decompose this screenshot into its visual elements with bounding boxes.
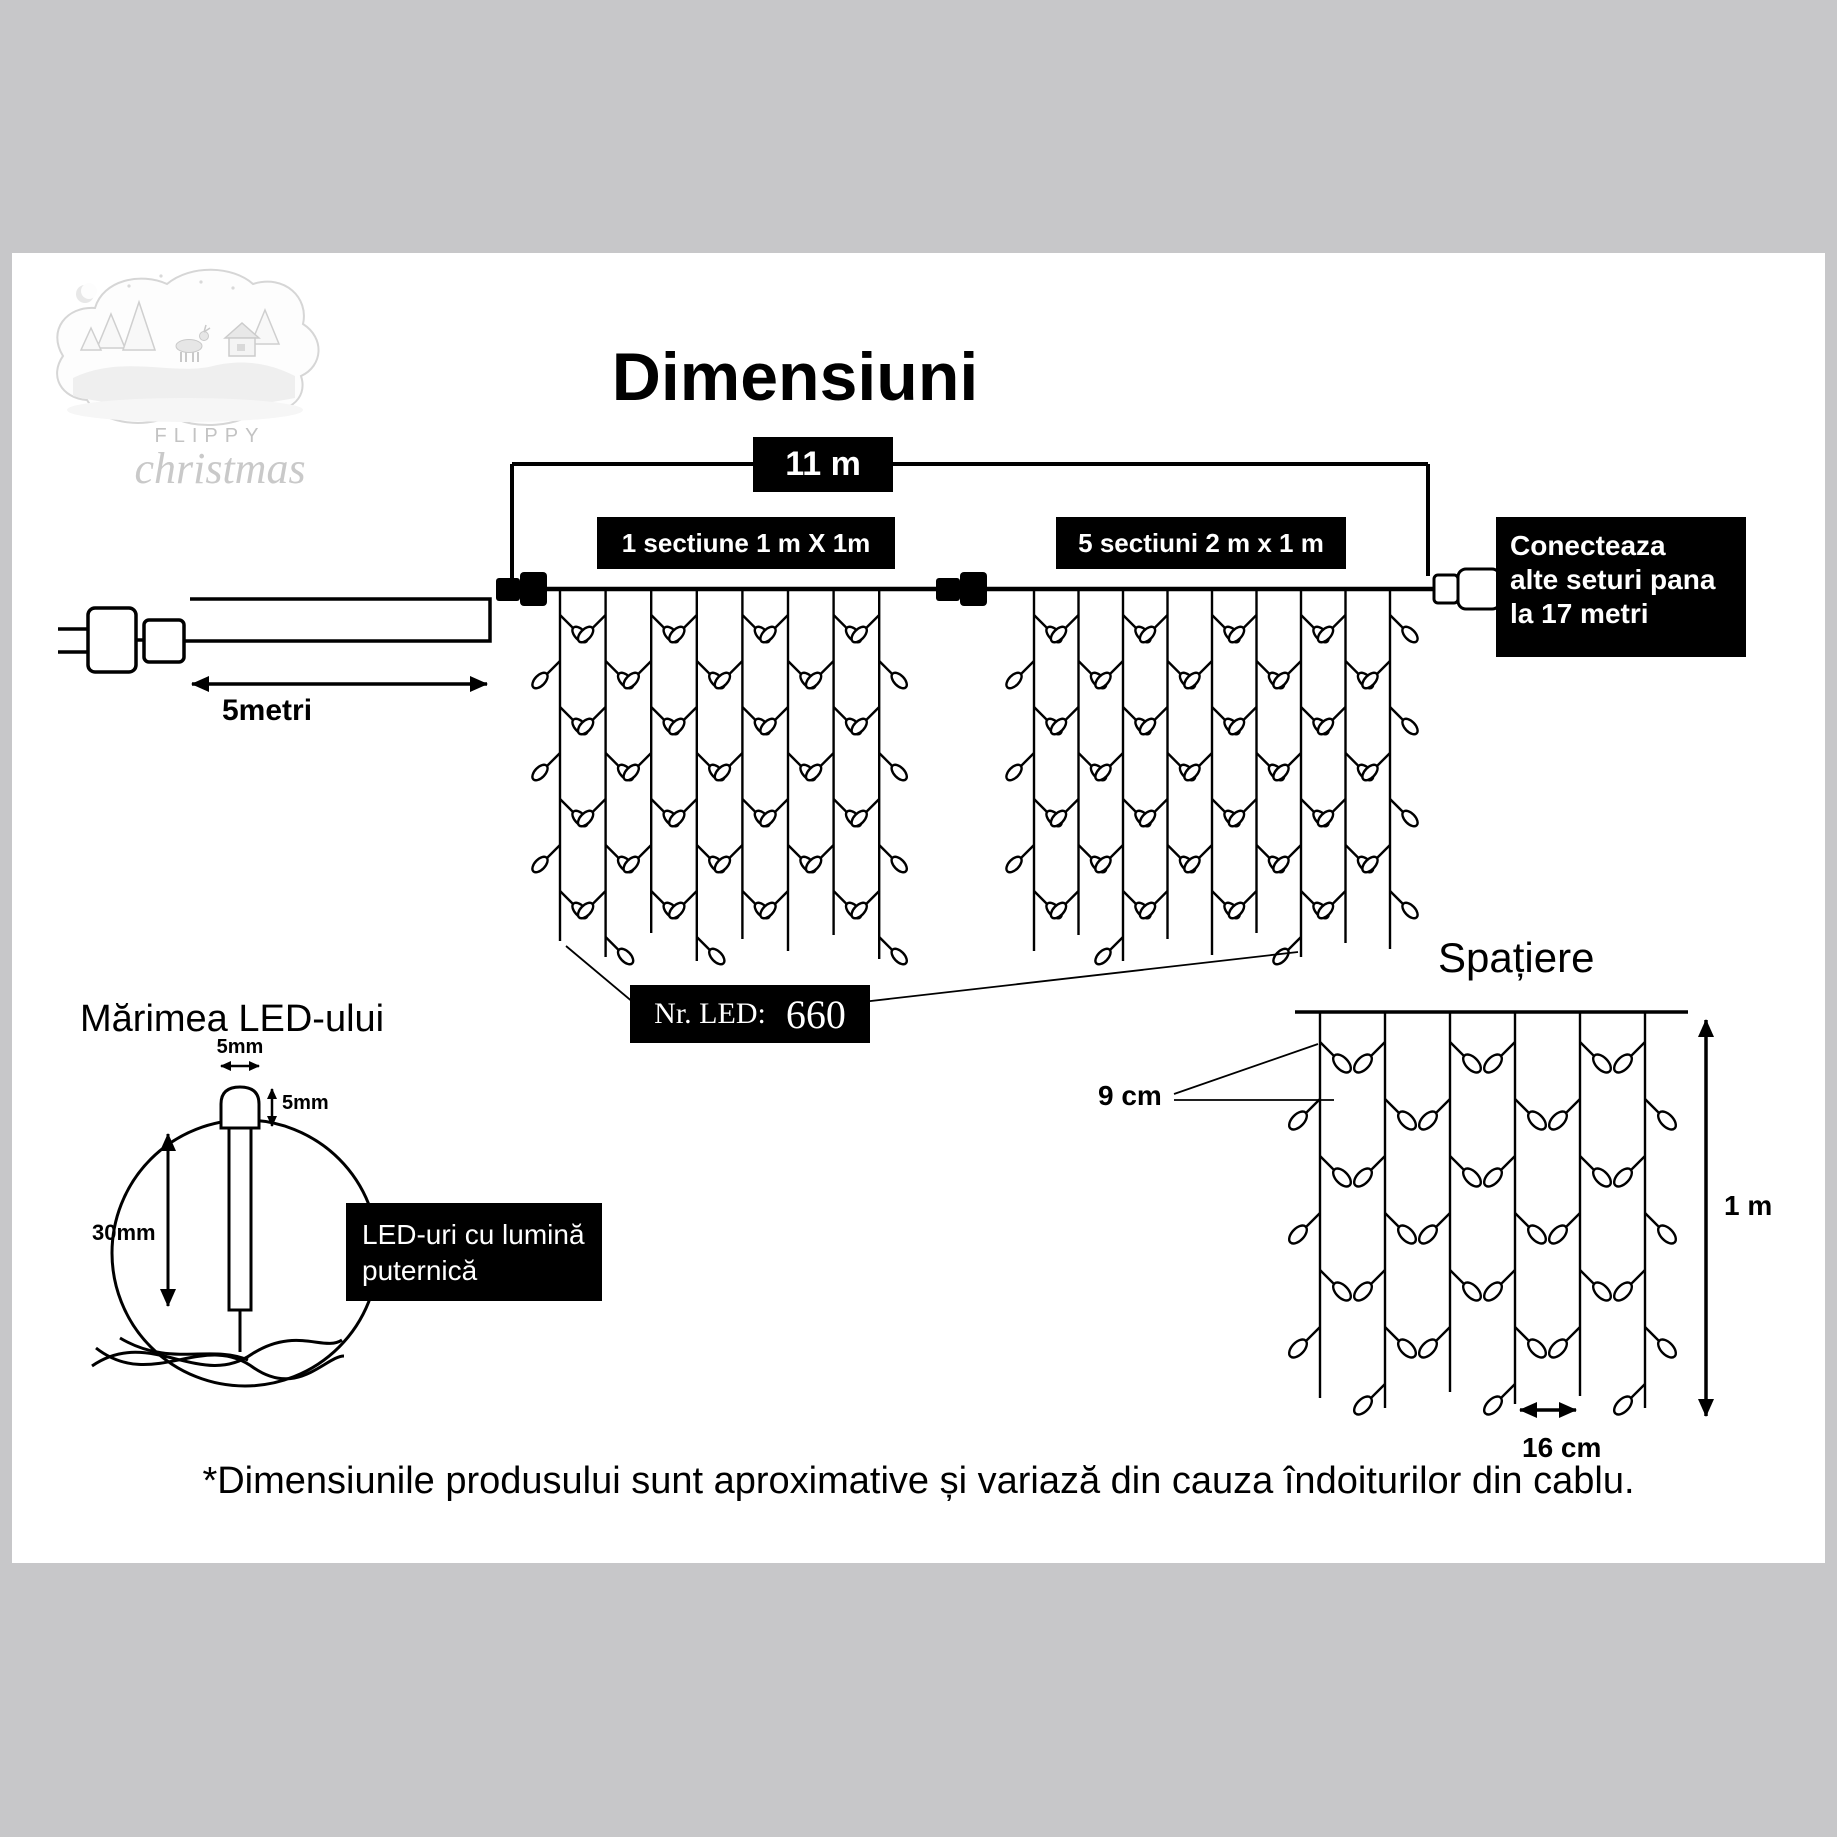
section-right-badge: 5 sectiuni 2 m x 1 m	[1056, 517, 1346, 569]
led-body	[227, 1126, 253, 1312]
lead-length-label: 5metri	[222, 694, 313, 727]
connector-left-icon	[496, 572, 547, 606]
curtain-right	[1005, 589, 1419, 966]
led-count-leader-lines	[565, 945, 1299, 1009]
twisted-wire	[119, 1336, 249, 1362]
brand-name: FLIPPY	[154, 425, 266, 447]
body-height-label: 30mm	[92, 1220, 156, 1245]
total-length-bracket	[510, 462, 1430, 587]
cap-height-label: 5mm	[282, 1092, 329, 1114]
connect-note-line: Conecteaza	[1510, 530, 1666, 561]
led-count-label: Nr. LED:	[654, 997, 766, 1030]
led-gap-label: 9 cm	[1098, 1080, 1162, 1111]
drop-height-label: 1 m	[1724, 1190, 1773, 1221]
total-length-badge: 11 m	[753, 437, 893, 492]
christmas-scene-icon	[56, 268, 320, 426]
strand-gap-label: 16 cm	[1522, 1432, 1602, 1463]
deer-icon	[175, 324, 211, 362]
section-left-badge: 1 sectiune 1 m X 1m	[597, 517, 895, 569]
led-count-badge: Nr. LED: 660	[630, 985, 870, 1043]
callout-line: puternică	[362, 1255, 478, 1287]
twisted-wire	[95, 1346, 345, 1381]
callout-line: LED-uri cu lumină	[362, 1219, 585, 1250]
led-count-value: 660	[785, 991, 846, 1037]
page-title: Dimensiuni	[611, 339, 979, 415]
spacing-title: Spațiere	[1438, 934, 1595, 981]
led-cap	[219, 1085, 261, 1130]
connector-end-icon	[1432, 567, 1513, 611]
brand-logo: FLIPPY christmas	[35, 260, 335, 520]
connector-middle-icon	[936, 572, 987, 606]
led-gap-leader-lines	[1173, 1043, 1334, 1101]
led-brightness-callout: LED-uri cu lumină puternică	[346, 1203, 602, 1301]
led-size-figure	[91, 1061, 380, 1388]
connect-note: Conecteaza alte seturi pana la 17 metri	[1496, 517, 1746, 657]
brand-script: christmas	[134, 444, 306, 493]
power-plug-icon	[58, 606, 186, 674]
connect-note-line: alte seturi pana	[1510, 564, 1716, 596]
curtain-left	[531, 589, 908, 966]
spacing-curtain	[1287, 1012, 1678, 1416]
led-size-title: Mărimea LED-ului	[80, 998, 385, 1040]
bulb-width-label: 5mm	[216, 1036, 264, 1058]
connect-note-line: la 17 metri	[1510, 598, 1649, 630]
lead-cord	[184, 597, 492, 643]
footnote: *Dimensiunile produsului sunt aproximati…	[202, 1460, 1635, 1502]
